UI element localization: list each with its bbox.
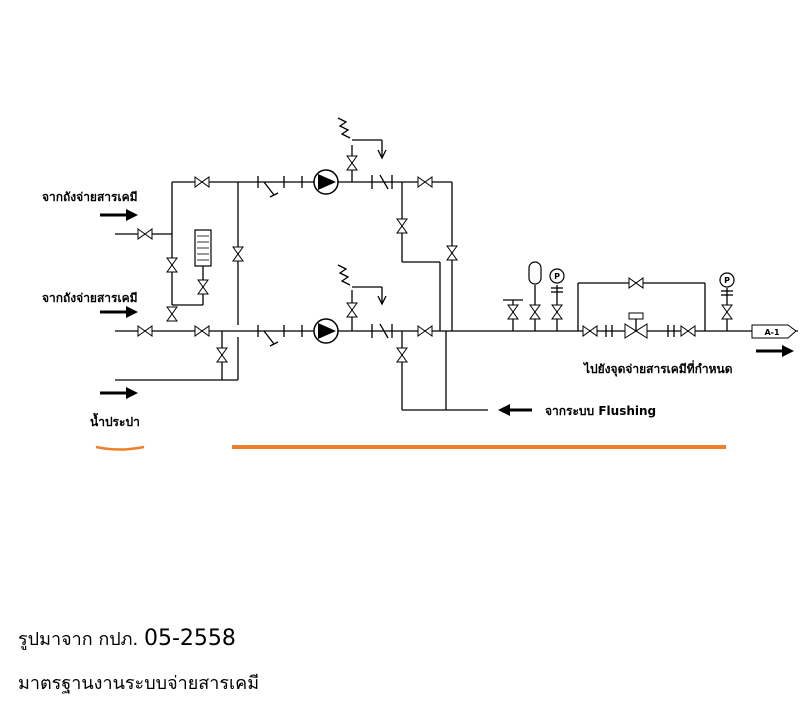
check-valve-icons: [371, 174, 675, 339]
rotameter-icon: [194, 229, 212, 267]
svg-text:A-1: A-1: [764, 328, 780, 337]
caption-standard-number: 05-2558: [143, 626, 236, 651]
relief-spring-icons: [337, 117, 387, 306]
label-from-tank-2: จากถังจ่ายสารเคมี: [42, 291, 138, 305]
line-tag-a1: A-1: [751, 324, 797, 339]
figure-source-caption: รูปมาจาก กปภ. 05-2558: [18, 624, 236, 653]
dosing-pump-1-icon: [313, 169, 339, 195]
dosing-pump-2-icon: [313, 318, 339, 344]
label-from-flushing: จากระบบ Flushing: [545, 404, 656, 418]
svg-text:P: P: [724, 276, 730, 285]
pressure-control-valve-icon: [624, 312, 648, 339]
figure-title-caption: มาตรฐานงานระบบจ่ายสารเคมี: [18, 673, 260, 694]
flow-arrows: [100, 209, 794, 416]
svg-text:P: P: [554, 272, 560, 281]
accent-arc: [95, 445, 145, 451]
strainer-icons: [257, 176, 303, 347]
pressure-gauge-icon: P: [719, 272, 735, 296]
pressure-gauge-icon: P: [549, 268, 565, 293]
label-to-dosing-point: ไปยังจุดจ่ายสารเคมีที่กำหนด: [582, 360, 733, 377]
label-tap-water: น้ำประปา: [90, 412, 140, 429]
pulsation-dampener-icon: [528, 261, 542, 285]
label-from-tank-1: จากถังจ่ายสารเคมี: [42, 190, 138, 204]
caption-source-text: รูปมาจาก กปภ.: [18, 629, 144, 650]
chemical-dosing-diagram: P P A-1 จากถังจ่ายสารเคมี จากถังจ่ายสารเ…: [42, 117, 798, 451]
